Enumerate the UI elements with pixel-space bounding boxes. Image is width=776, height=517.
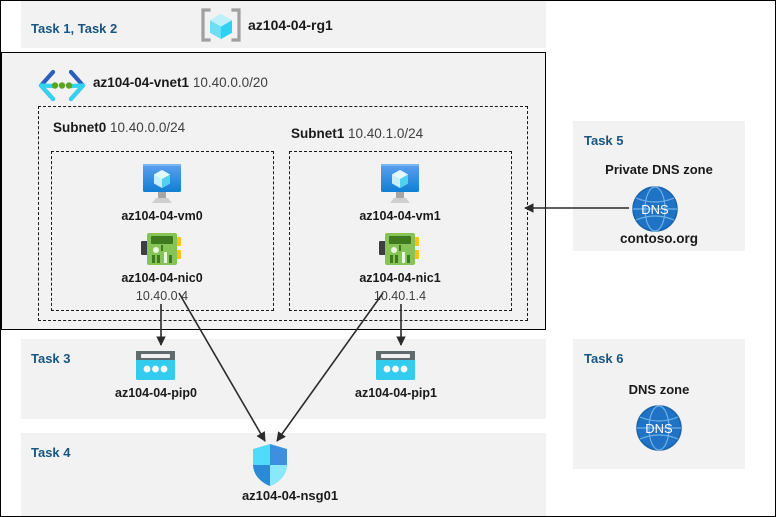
public-ip-address-icon	[373, 349, 418, 382]
virtual-machine-icon	[134, 159, 190, 207]
subnet1-title: Subnet1 10.40.1.0/24	[291, 126, 424, 141]
vm1-label: az104-04-vm1	[359, 209, 441, 223]
resource-group-header-panel	[21, 1, 546, 48]
nic1-label: az104-04-nic1	[359, 271, 441, 285]
pip0-label: az104-04-pip0	[115, 386, 197, 400]
private-dns-zone-name: contoso.org	[620, 231, 698, 246]
subnet0-title: Subnet0 10.40.0.0/24	[53, 120, 186, 135]
dns-zone-icon: DNS	[634, 403, 684, 453]
dns-zone-heading: DNS zone	[628, 382, 690, 397]
dns-icon-text: DNS	[645, 421, 673, 436]
subnet0-box	[51, 151, 274, 311]
task-label-task3: Task 3	[31, 351, 71, 366]
vm0-label: az104-04-vm0	[121, 209, 203, 223]
task-label-task4: Task 4	[31, 445, 71, 460]
network-interface-icon	[377, 230, 423, 268]
vnet-title: az104-04-vnet1 10.40.0.0/20	[93, 75, 268, 90]
task-label-task6: Task 6	[584, 351, 624, 366]
network-security-group-icon	[250, 443, 290, 488]
public-ip-address-icon	[133, 349, 178, 382]
subnet0-cidr: 10.40.0.0/24	[110, 120, 186, 135]
vnet-cidr: 10.40.0.0/20	[192, 75, 268, 90]
virtual-network-icon	[37, 69, 87, 102]
virtual-machine-icon	[372, 159, 428, 207]
task3-panel	[21, 339, 546, 419]
nic0-ip: 10.40.0.4	[135, 289, 189, 303]
resource-group-icon	[199, 8, 243, 42]
private-dns-zone-heading: Private DNS zone	[605, 162, 713, 177]
network-interface-icon	[139, 230, 185, 268]
resource-group-name: az104-04-rg1	[248, 17, 333, 33]
subnet1-cidr: 10.40.1.0/24	[348, 126, 424, 141]
pip1-label: az104-04-pip1	[355, 386, 437, 400]
task-label-task5: Task 5	[584, 133, 624, 148]
dns-zone-icon: DNS	[630, 184, 680, 234]
nsg-label: az104-04-nsg01	[241, 488, 339, 503]
nic1-ip: 10.40.1.4	[373, 289, 427, 303]
task-label-task1-task2: Task 1, Task 2	[31, 21, 118, 36]
nic0-label: az104-04-nic0	[121, 271, 203, 285]
dns-icon-text: DNS	[641, 202, 669, 217]
